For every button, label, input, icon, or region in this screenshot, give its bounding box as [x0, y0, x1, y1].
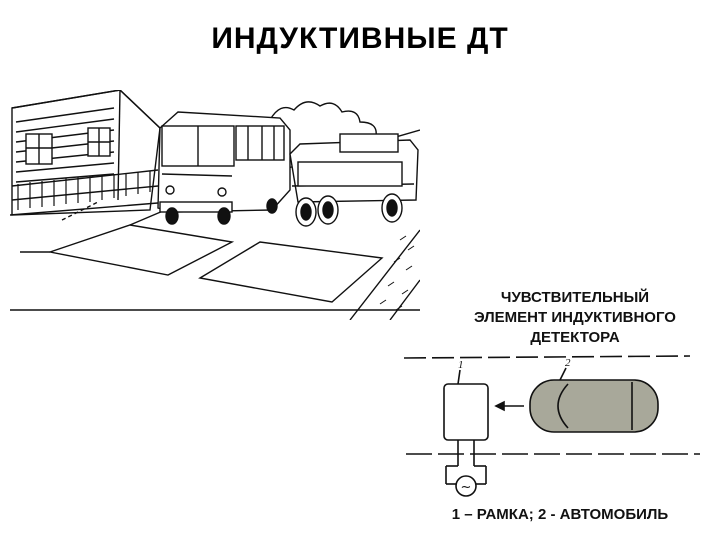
slide-title: ИНДУКТИВНЫЕ ДТ — [211, 22, 509, 55]
bus-icon — [157, 111, 291, 225]
street-scene-illustration — [10, 90, 420, 320]
generator-symbol: ~ — [461, 480, 472, 495]
frame-icon — [443, 383, 489, 441]
house-icon — [10, 90, 171, 216]
caption-line-1: ЧУВСТВИТЕЛЬНЫЙ — [500, 289, 650, 306]
detector-schematic: 1 2 ~ — [403, 355, 700, 497]
truck-icon — [289, 133, 419, 227]
sensor-caption: ЧУВСТВИТЕЛЬНЫЙ ЭЛЕМЕНТ ИНДУКТИВНОГО ДЕТЕ… — [440, 288, 710, 348]
caption-line-3: ДЕТЕКТОРА — [530, 329, 620, 346]
lane-line-top — [403, 355, 691, 359]
legend-caption: 1 – РАМКА; 2 - АВТОМОБИЛЬ — [451, 506, 669, 523]
car-label: 2 — [565, 357, 571, 369]
caption-line-2: ЭЛЕМЕНТ ИНДУКТИВНОГО — [474, 309, 676, 326]
car-icon — [529, 379, 659, 433]
frame-label: 1 — [458, 359, 464, 371]
inductive-loop-icon — [20, 201, 384, 303]
generator-icon — [455, 475, 477, 497]
